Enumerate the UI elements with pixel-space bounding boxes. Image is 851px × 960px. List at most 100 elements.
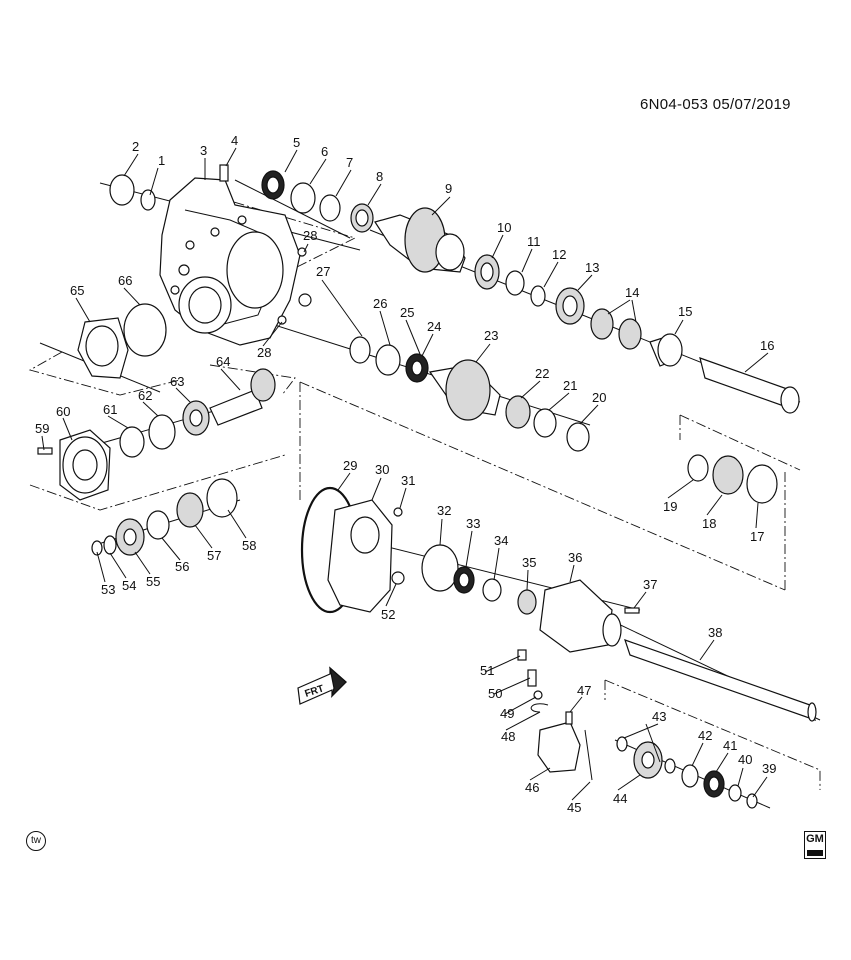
callout-leader-line (465, 530, 473, 568)
callout-leader-line (505, 711, 541, 731)
part-callout: 62 (138, 388, 152, 403)
callout-leader-line (134, 551, 151, 575)
callout-leader-line (303, 243, 309, 253)
callout-leader-line (262, 321, 283, 347)
callout-leader-line (371, 477, 382, 501)
part-callout: 61 (103, 402, 117, 417)
callout-leader-line (309, 158, 327, 185)
part-callout: 60 (56, 404, 70, 419)
part-callout: 38 (708, 625, 722, 640)
callout-leader-line (744, 352, 769, 373)
upper-shaft-parts (109, 170, 800, 504)
part-callout: 19 (663, 499, 677, 514)
part-callout: 63 (170, 374, 184, 389)
part-callout: 54 (122, 578, 136, 593)
part-callout: 29 (343, 458, 357, 473)
part-callout: 49 (500, 706, 514, 721)
callout-leader-line (484, 655, 521, 673)
callout-leader-line (548, 392, 570, 411)
front-direction-arrow: FRT (297, 666, 347, 705)
part-callout: 35 (522, 555, 536, 570)
callout-leader-line (227, 509, 247, 539)
callout-leader-line (491, 234, 504, 259)
part-callout: 53 (101, 582, 115, 597)
gm-logo-text: GM (806, 833, 824, 845)
left-side-parts (37, 303, 276, 556)
callout-leader-line (161, 537, 181, 561)
callout-leader-line (569, 564, 575, 583)
part-callout: 64 (216, 354, 230, 369)
callout-leader-line (493, 677, 531, 695)
part-callout: 2 (132, 139, 139, 154)
callout-leader-line (526, 569, 529, 591)
callout-leader-line (142, 401, 159, 417)
part-callout: 6 (321, 144, 328, 159)
part-callout: 12 (552, 247, 566, 262)
callout-leader-line (220, 368, 241, 391)
callout-leader-line (706, 494, 723, 516)
part-callout: 55 (146, 574, 160, 589)
callout-leader-line (699, 639, 715, 661)
part-callout: 42 (698, 728, 712, 743)
callout-leader-line (607, 299, 631, 315)
tw-badge: tw (26, 831, 46, 851)
part-callout: 37 (643, 577, 657, 592)
part-callout: 16 (760, 338, 774, 353)
callout-leader-line (571, 781, 591, 801)
part-callout: 7 (346, 155, 353, 170)
part-callout: 47 (577, 683, 591, 698)
callout-leader-line (149, 167, 159, 196)
part-callout: 39 (762, 761, 776, 776)
callout-leader-line (284, 149, 298, 173)
part-callout: 15 (678, 304, 692, 319)
part-callout: 46 (525, 780, 539, 795)
callout-leader-line (194, 524, 213, 549)
part-callout: 28 (303, 228, 317, 243)
diagram-code: 6N04-053 05/07/2019 (640, 96, 791, 113)
callout-leader-line (577, 274, 593, 291)
callout-leader-line (617, 774, 641, 791)
part-callout: 25 (400, 305, 414, 320)
gm-logo-bar (807, 850, 823, 856)
callout-leader-line (367, 183, 382, 206)
callout-leader-line (691, 742, 704, 767)
callout-leader-line (579, 404, 599, 425)
part-callout: 32 (437, 503, 451, 518)
part-callout: 23 (484, 328, 498, 343)
callout-leader-line (75, 297, 91, 323)
callout-leader-line (569, 696, 583, 713)
callout-leader-line (521, 248, 533, 273)
callout-leader-line (439, 518, 443, 546)
callout-leader-line (62, 417, 73, 441)
callout-leader-line (645, 723, 661, 763)
part-callout: 50 (488, 686, 502, 701)
part-callout: 40 (738, 752, 752, 767)
callout-leader-line (96, 551, 106, 583)
callout-leaders (41, 147, 769, 801)
part-callout: 28 (257, 345, 271, 360)
part-callout: 43 (652, 709, 666, 724)
callout-leader-line (715, 752, 729, 773)
part-callout: 51 (480, 663, 494, 678)
axis-lines (39, 179, 821, 809)
callout-leader-line (631, 299, 637, 323)
gm-logo-icon: GM (804, 831, 826, 859)
part-callout: 48 (501, 729, 515, 744)
callout-leader-line (385, 583, 397, 607)
part-callout: 31 (401, 473, 415, 488)
part-callout: 41 (723, 738, 737, 753)
callout-leader-line (520, 380, 541, 399)
rear-housing-parts (300, 486, 817, 809)
part-callout: 18 (702, 516, 716, 531)
callout-leader-line (493, 547, 500, 581)
callout-leader-line (405, 319, 421, 355)
callout-leader-line (504, 696, 537, 715)
callout-leader-line (335, 169, 352, 197)
callout-leader-line (379, 310, 391, 346)
part-callout: 59 (35, 421, 49, 436)
callout-leader-line (674, 319, 684, 335)
callout-leader-line (107, 415, 129, 429)
part-callout: 3 (200, 143, 207, 158)
part-callout: 9 (445, 181, 452, 196)
callout-leader-line (225, 147, 237, 167)
